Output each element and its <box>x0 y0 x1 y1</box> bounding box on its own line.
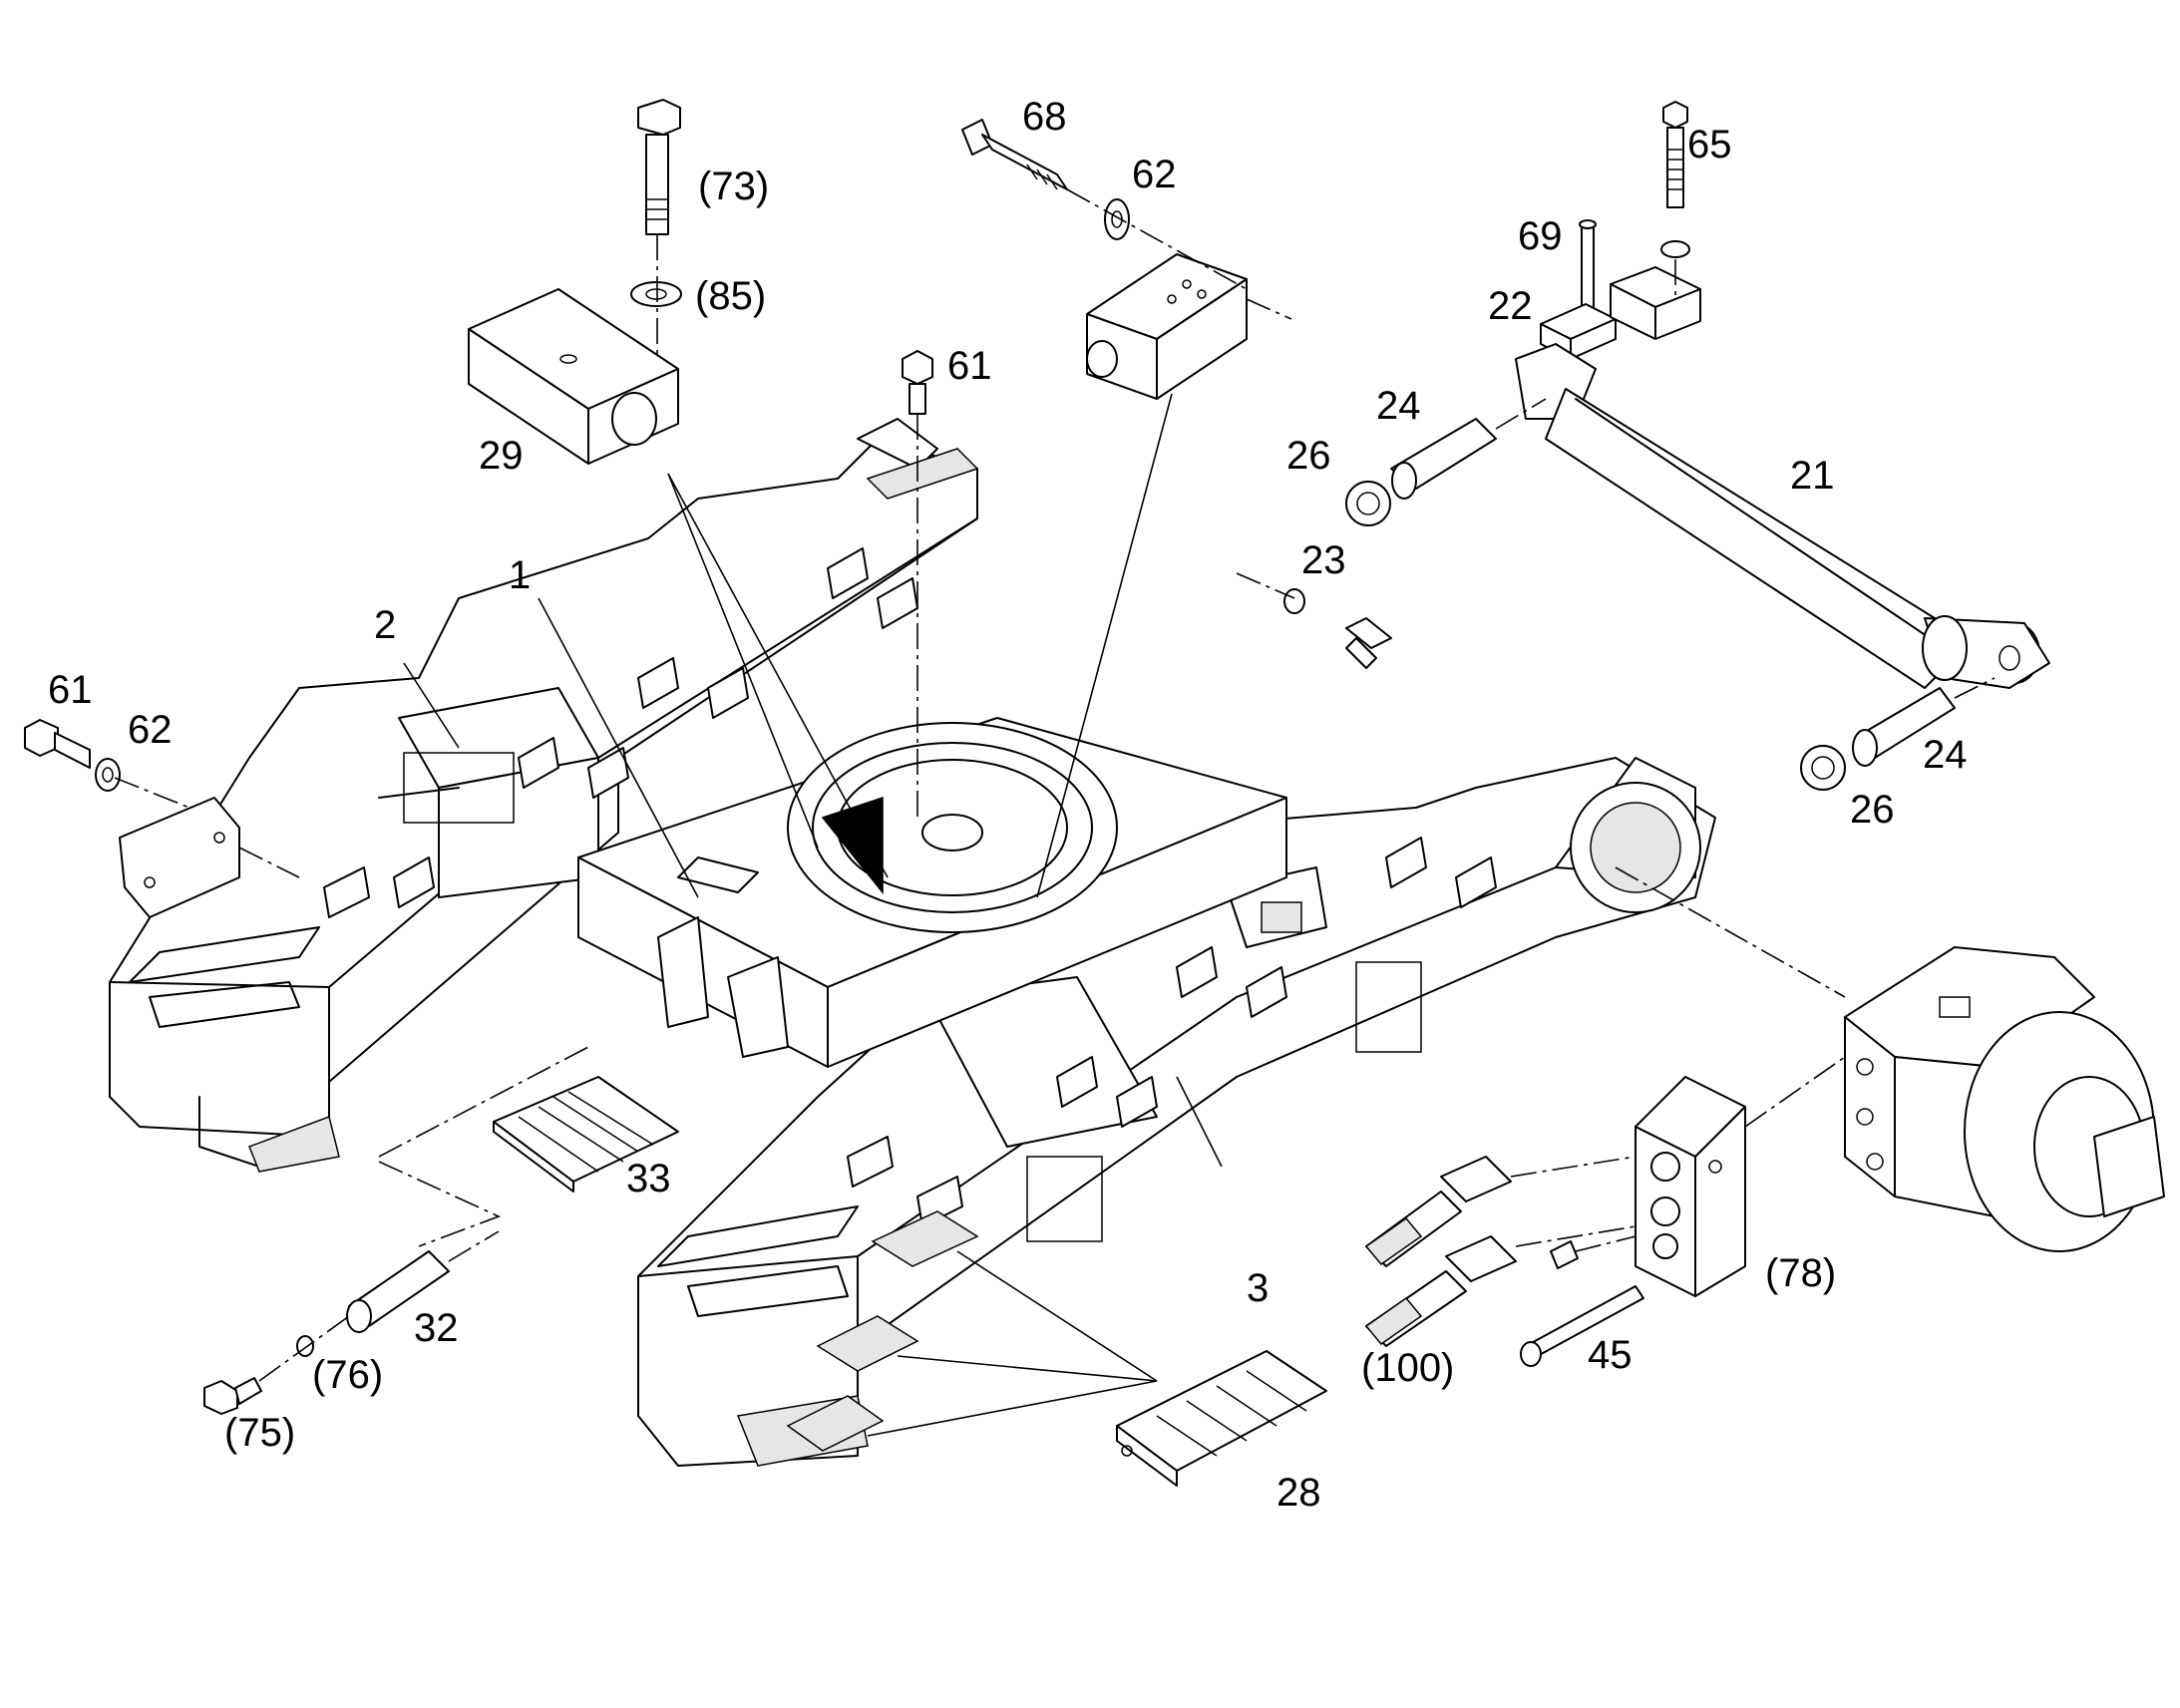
port-block-78 <box>1635 1076 1746 1297</box>
cover-plate <box>119 797 240 918</box>
bolt-73 <box>637 99 681 235</box>
callout-68: 68 <box>1022 95 1067 139</box>
callout-62-top: 62 <box>1132 153 1177 196</box>
ring-26-right <box>1800 745 1846 791</box>
callout-69: 69 <box>1518 214 1563 258</box>
callout-26-right: 26 <box>1850 788 1895 832</box>
callout-1: 1 <box>509 553 531 597</box>
callout-45: 45 <box>1588 1333 1633 1377</box>
washer-62-left <box>95 758 121 792</box>
callout-61-left: 61 <box>48 668 93 712</box>
callout-26-top: 26 <box>1286 434 1331 478</box>
callout-23: 23 <box>1301 538 1346 582</box>
callout-65: 65 <box>1687 123 1732 167</box>
frame-brackets <box>323 547 1497 1227</box>
valve-block <box>1086 253 1248 400</box>
callout-33: 33 <box>626 1157 671 1200</box>
washer-76 <box>296 1335 314 1357</box>
fitting-100a <box>1364 1156 1512 1267</box>
callout-2: 2 <box>374 603 396 647</box>
callout-32: 32 <box>414 1306 459 1350</box>
bolt-69 <box>1579 219 1597 315</box>
washer-62-top <box>1104 198 1130 240</box>
callout-3: 3 <box>1247 1266 1269 1310</box>
callout-24-right: 24 <box>1923 733 1968 777</box>
clamp-22b <box>1610 266 1701 340</box>
callout-78: (78) <box>1765 1251 1836 1295</box>
washer-85 <box>630 281 682 307</box>
ring-26-top <box>1345 481 1391 526</box>
callout-22: 22 <box>1488 284 1533 328</box>
bolt-45 <box>1520 1240 1644 1367</box>
callout-100: (100) <box>1361 1346 1454 1390</box>
bolt-61-left <box>24 719 91 769</box>
callout-28: 28 <box>1276 1471 1321 1515</box>
travel-motor <box>1844 946 2165 1252</box>
frame-grilles <box>786 1210 979 1452</box>
bolt-68 <box>961 119 1068 190</box>
pin-32 <box>346 1250 450 1333</box>
bolt-65 <box>1660 101 1690 258</box>
cylinder-21 <box>1515 343 2050 689</box>
block-29 <box>468 288 679 465</box>
bolt-75 <box>203 1377 262 1415</box>
grille-28 <box>1116 1350 1327 1487</box>
pin-24-top <box>1390 418 1497 500</box>
leader-lines <box>403 393 1223 1168</box>
callout-29: 29 <box>479 434 524 478</box>
center-frame <box>577 717 1287 1068</box>
bolt-61-top <box>902 350 933 415</box>
left-track-frame <box>109 418 979 1173</box>
callout-labels: (73) (85) 29 68 62 61 65 69 22 24 26 21 … <box>48 95 1968 1515</box>
callout-62-left: 62 <box>128 708 173 752</box>
undercarriage-frame <box>109 418 1716 1467</box>
callout-24-top: 24 <box>1376 384 1421 428</box>
callout-76: (76) <box>312 1353 383 1397</box>
grille-33 <box>493 1076 679 1193</box>
bolt-23 <box>1345 617 1392 669</box>
callout-21: 21 <box>1790 454 1835 498</box>
callout-75: (75) <box>224 1411 295 1455</box>
pin-24-right <box>1852 687 1956 767</box>
callout-61-top: 61 <box>947 344 992 388</box>
fitting-100b <box>1364 1235 1517 1347</box>
callout-73: (73) <box>698 165 769 208</box>
right-track-frame <box>637 757 1716 1467</box>
callout-85: (85) <box>695 274 766 318</box>
washer-23 <box>1283 588 1305 614</box>
